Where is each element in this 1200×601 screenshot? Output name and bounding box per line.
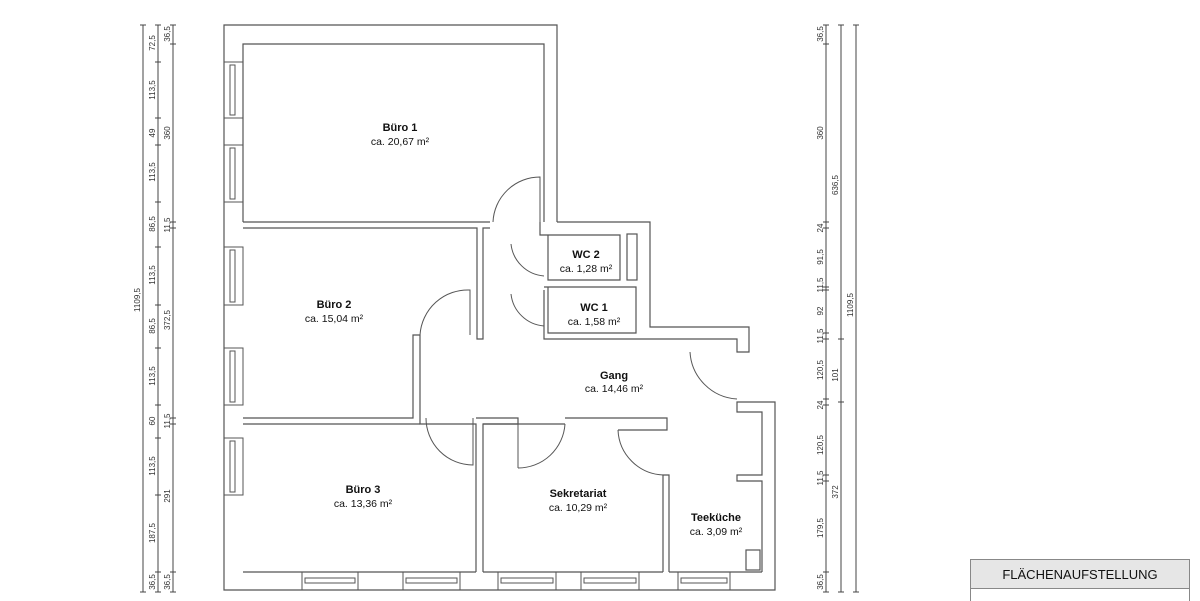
room-area: ca. 20,67 m² xyxy=(371,136,430,148)
dimension-label: 36,5 xyxy=(163,574,172,590)
room-name: Büro 1 xyxy=(383,122,418,134)
dimension-label: 60 xyxy=(148,416,157,425)
dimension-label: 11,5 xyxy=(816,470,825,486)
area-summary-table xyxy=(970,589,1190,601)
room-name: WC 1 xyxy=(580,302,608,314)
dimension-label: 86,5 xyxy=(148,216,157,232)
room-sekretariat: Sekretariat ca. 10,29 m² xyxy=(549,488,608,514)
dimension-label: 360 xyxy=(816,126,825,140)
window xyxy=(223,347,244,406)
dimension-label: 101 xyxy=(831,368,840,382)
room-buero-1: Büro 1 ca. 20,67 m² xyxy=(371,122,430,148)
dimension-label: 36,5 xyxy=(163,26,172,42)
room-area: ca. 15,04 m² xyxy=(305,313,364,325)
room-name: Gang xyxy=(600,370,628,382)
dimension-label: 113,5 xyxy=(148,456,157,476)
doors xyxy=(419,176,738,476)
dimension-label: 86,5 xyxy=(148,318,157,334)
interior-walls xyxy=(243,221,761,572)
dimension-label: 49 xyxy=(148,128,157,137)
dimension-label: 291 xyxy=(163,489,172,503)
dimension-lines-right xyxy=(823,24,859,593)
room-name: Sekretariat xyxy=(550,488,607,500)
dimension-label: 11,5 xyxy=(816,277,825,293)
dimension-label: 113,5 xyxy=(148,366,157,386)
dimension-label: 120,5 xyxy=(816,359,825,380)
dimension-label: 11,5 xyxy=(163,413,172,429)
dimension-label: 113,5 xyxy=(148,80,157,100)
dimension-label: 636,5 xyxy=(831,174,840,195)
dimension-label: 92 xyxy=(816,306,825,315)
room-area: ca. 1,28 m² xyxy=(560,263,613,275)
dimension-label: 24 xyxy=(816,400,825,409)
dimension-label: 24 xyxy=(816,223,825,232)
dimension-label: 120,5 xyxy=(816,434,825,455)
dimension-label: 1109,5 xyxy=(846,293,855,317)
dimension-label: 187,5 xyxy=(148,522,157,543)
room-area: ca. 3,09 m² xyxy=(690,526,743,538)
room-wc-2: WC 2 ca. 1,28 m² xyxy=(560,249,613,275)
area-summary-header: FLÄCHENAUFSTELLUNG xyxy=(970,559,1190,589)
window xyxy=(223,246,244,306)
room-area: ca. 10,29 m² xyxy=(549,502,608,514)
dimension-lines-left xyxy=(140,24,176,593)
dimension-label: 36,5 xyxy=(148,574,157,590)
room-gang: Gang ca. 14,46 m² xyxy=(585,370,644,395)
window xyxy=(223,144,244,203)
dimension-label: 11,5 xyxy=(816,328,825,344)
room-name: Teeküche xyxy=(691,512,741,524)
window xyxy=(497,571,557,591)
outer-walls xyxy=(223,24,776,591)
room-name: Büro 2 xyxy=(317,299,352,311)
room-buero-2: Büro 2 ca. 15,04 m² xyxy=(305,299,364,325)
dimension-label: 91,5 xyxy=(816,249,825,265)
window xyxy=(223,61,244,119)
room-name: Büro 3 xyxy=(346,484,381,496)
dimension-label: 113,5 xyxy=(148,265,157,285)
dimension-label: 179,5 xyxy=(816,517,825,538)
room-area: ca. 1,58 m² xyxy=(568,316,621,328)
dimension-label: 36,5 xyxy=(816,574,825,590)
room-area: ca. 13,36 m² xyxy=(334,498,393,510)
room-area: ca. 14,46 m² xyxy=(585,383,644,395)
windows xyxy=(223,61,731,591)
window xyxy=(580,571,640,591)
dimension-label: 360 xyxy=(163,126,172,140)
window xyxy=(402,571,461,591)
room-name: WC 2 xyxy=(572,249,600,261)
dimension-label: 372 xyxy=(831,485,840,499)
dimension-label: 113,5 xyxy=(148,162,157,182)
dimension-label: 11,5 xyxy=(163,217,172,233)
dimension-label: 36,5 xyxy=(816,26,825,42)
window xyxy=(223,437,244,496)
room-wc-1: WC 1 ca. 1,58 m² xyxy=(568,302,621,328)
dimension-label: 372,5 xyxy=(163,309,172,330)
window xyxy=(301,571,359,591)
dimension-label: 1109,5 xyxy=(133,288,142,312)
dimension-label: 72,5 xyxy=(148,35,157,51)
room-buero-3: Büro 3 ca. 13,36 m² xyxy=(334,484,393,510)
window xyxy=(677,571,731,591)
room-teekueche: Teeküche ca. 3,09 m² xyxy=(690,512,743,538)
